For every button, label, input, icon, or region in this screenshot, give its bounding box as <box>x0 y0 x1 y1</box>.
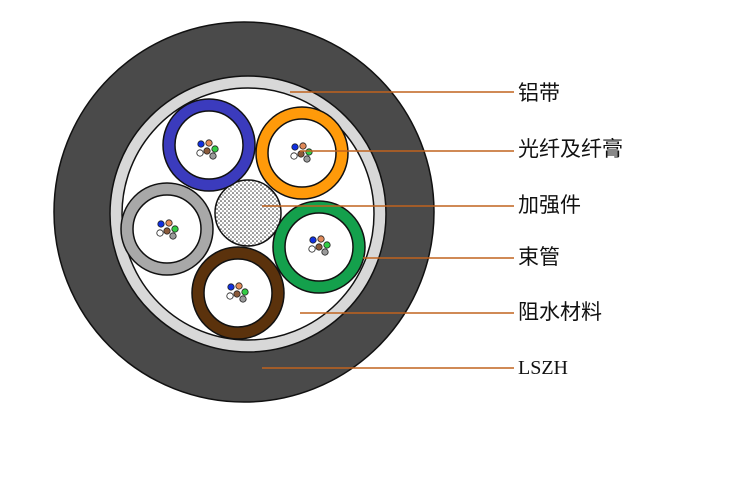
strength-member <box>214 179 282 247</box>
label-lszh-sheath: LSZH <box>518 357 568 379</box>
loose-tube-blue <box>162 98 256 192</box>
loose-tube-brown <box>191 246 285 340</box>
loose-tube-orange <box>255 106 349 200</box>
loose-tube-green <box>272 200 366 294</box>
label-strength-member: 加强件 <box>518 193 581 217</box>
label-water-blocking: 阻水材料 <box>518 300 602 324</box>
label-aluminum-tape: 铝带 <box>518 81 560 105</box>
label-loose-tube: 束管 <box>518 245 560 269</box>
loose-tube-gray <box>120 182 214 276</box>
label-fiber-and-gel: 光纤及纤膏 <box>518 137 623 161</box>
